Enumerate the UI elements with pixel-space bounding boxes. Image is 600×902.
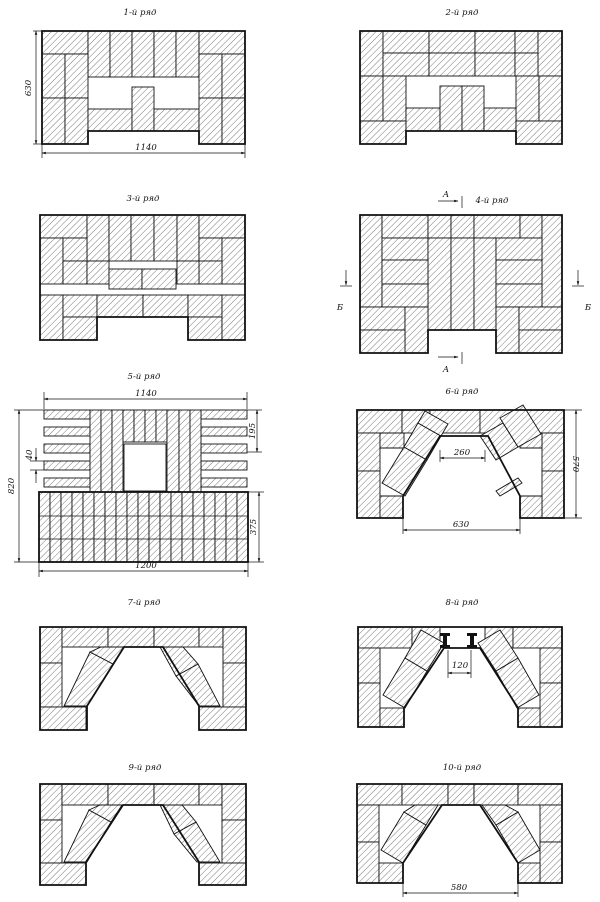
- row-6-caption: 6-й ряд: [446, 387, 480, 397]
- row-10-opening-width-dimension: 580: [402, 883, 519, 897]
- section-mark-b-left: Б: [336, 270, 352, 313]
- row-2-caption: 2-й ряд: [445, 8, 480, 18]
- row-7-bricks: [39, 626, 247, 731]
- row-8-beam-gap-label: 120: [452, 661, 469, 671]
- row-3-plan: 3-й ряд: [39, 194, 246, 341]
- row-8-plan: 8-й ряд 120: [357, 598, 563, 728]
- row-5-rib-label: 195: [248, 423, 258, 439]
- section-mark-b-right: Б: [572, 270, 592, 313]
- row-6-bricks: [356, 404, 565, 519]
- row-4-bricks: [359, 214, 563, 354]
- row-5-bricks: [38, 409, 249, 563]
- row-1-plan: 1-й ряд 630: [24, 8, 246, 158]
- row-8-steel-beams: [440, 633, 477, 648]
- section-mark-b-right-label: Б: [584, 303, 592, 313]
- section-mark-a-top: А: [438, 190, 463, 208]
- row-1-height-label: 630: [24, 79, 34, 96]
- row-1-caption: 1-й ряд: [124, 8, 158, 18]
- row-9-caption: 9-й ряд: [129, 763, 163, 773]
- row-6-opening-width-dimension: 630: [402, 518, 521, 534]
- row-5-total-height-label: 820: [7, 477, 17, 494]
- row-7-caption: 7-й ряд: [128, 598, 162, 608]
- row-6-inner-width-dimension: 260: [439, 448, 486, 462]
- row-9-plan: 9-й ряд: [39, 763, 247, 886]
- section-mark-a-bottom-label: А: [442, 365, 449, 375]
- row-1-width-label: 1140: [135, 143, 157, 153]
- row-10-opening-width-label: 580: [451, 883, 468, 893]
- row-3-bricks: [39, 214, 246, 341]
- section-mark-a-bottom: А: [438, 352, 463, 375]
- row-5-total-height-dimension: 820: [7, 409, 44, 563]
- row-1-width-dimension: 1140: [41, 143, 246, 158]
- row-8-bricks: [357, 626, 563, 728]
- row-7-plan: 7-й ряд: [39, 598, 247, 731]
- row-5-base-height-dimension: 375: [248, 491, 264, 563]
- section-mark-a-top-label: А: [442, 190, 449, 200]
- section-mark-b-left-label: Б: [336, 303, 344, 313]
- row-6-height-dimension: 570: [564, 409, 582, 519]
- row-4-plan: 4-й ряд А: [336, 190, 592, 375]
- row-1-height-dimension: 630: [24, 30, 42, 145]
- row-6-height-label: 570: [570, 456, 580, 473]
- row-1-bricks: [41, 30, 246, 145]
- row-5-gap-dimension: 40: [25, 448, 44, 483]
- row-2-plan: 2-й ряд: [359, 8, 563, 145]
- row-10-plan: 10-й ряд 580: [356, 763, 563, 897]
- row-5-bottom-width-label: 1200: [135, 561, 157, 571]
- row-4-caption: 4-й ряд: [475, 196, 510, 206]
- row-5-gap-label: 40: [25, 449, 35, 461]
- row-3-caption: 3-й ряд: [127, 194, 161, 204]
- row-9-bricks: [39, 783, 247, 886]
- row-6-opening-width-label: 630: [453, 520, 470, 530]
- row-5-rib-dimension: 195: [247, 409, 262, 453]
- row-6-inner-width-label: 260: [453, 448, 471, 458]
- row-2-bricks: [359, 30, 563, 145]
- row-8-caption: 8-й ряд: [446, 598, 480, 608]
- row-5-base-height-label: 375: [249, 519, 259, 535]
- row-5-top-width-dimension: 1140: [43, 389, 248, 409]
- row-5-plan: 5-й ряд 1140: [7, 372, 264, 577]
- row-5-bottom-width-dimension: 1200: [38, 561, 249, 577]
- row-5-caption: 5-й ряд: [128, 372, 162, 382]
- row-10-caption: 10-й ряд: [443, 763, 482, 773]
- row-10-bricks: [356, 783, 563, 884]
- row-5-top-width-label: 1140: [135, 389, 157, 399]
- row-6-plan: 6-й ряд 260: [356, 387, 582, 534]
- row-8-beam-gap-dimension: 120: [447, 650, 472, 678]
